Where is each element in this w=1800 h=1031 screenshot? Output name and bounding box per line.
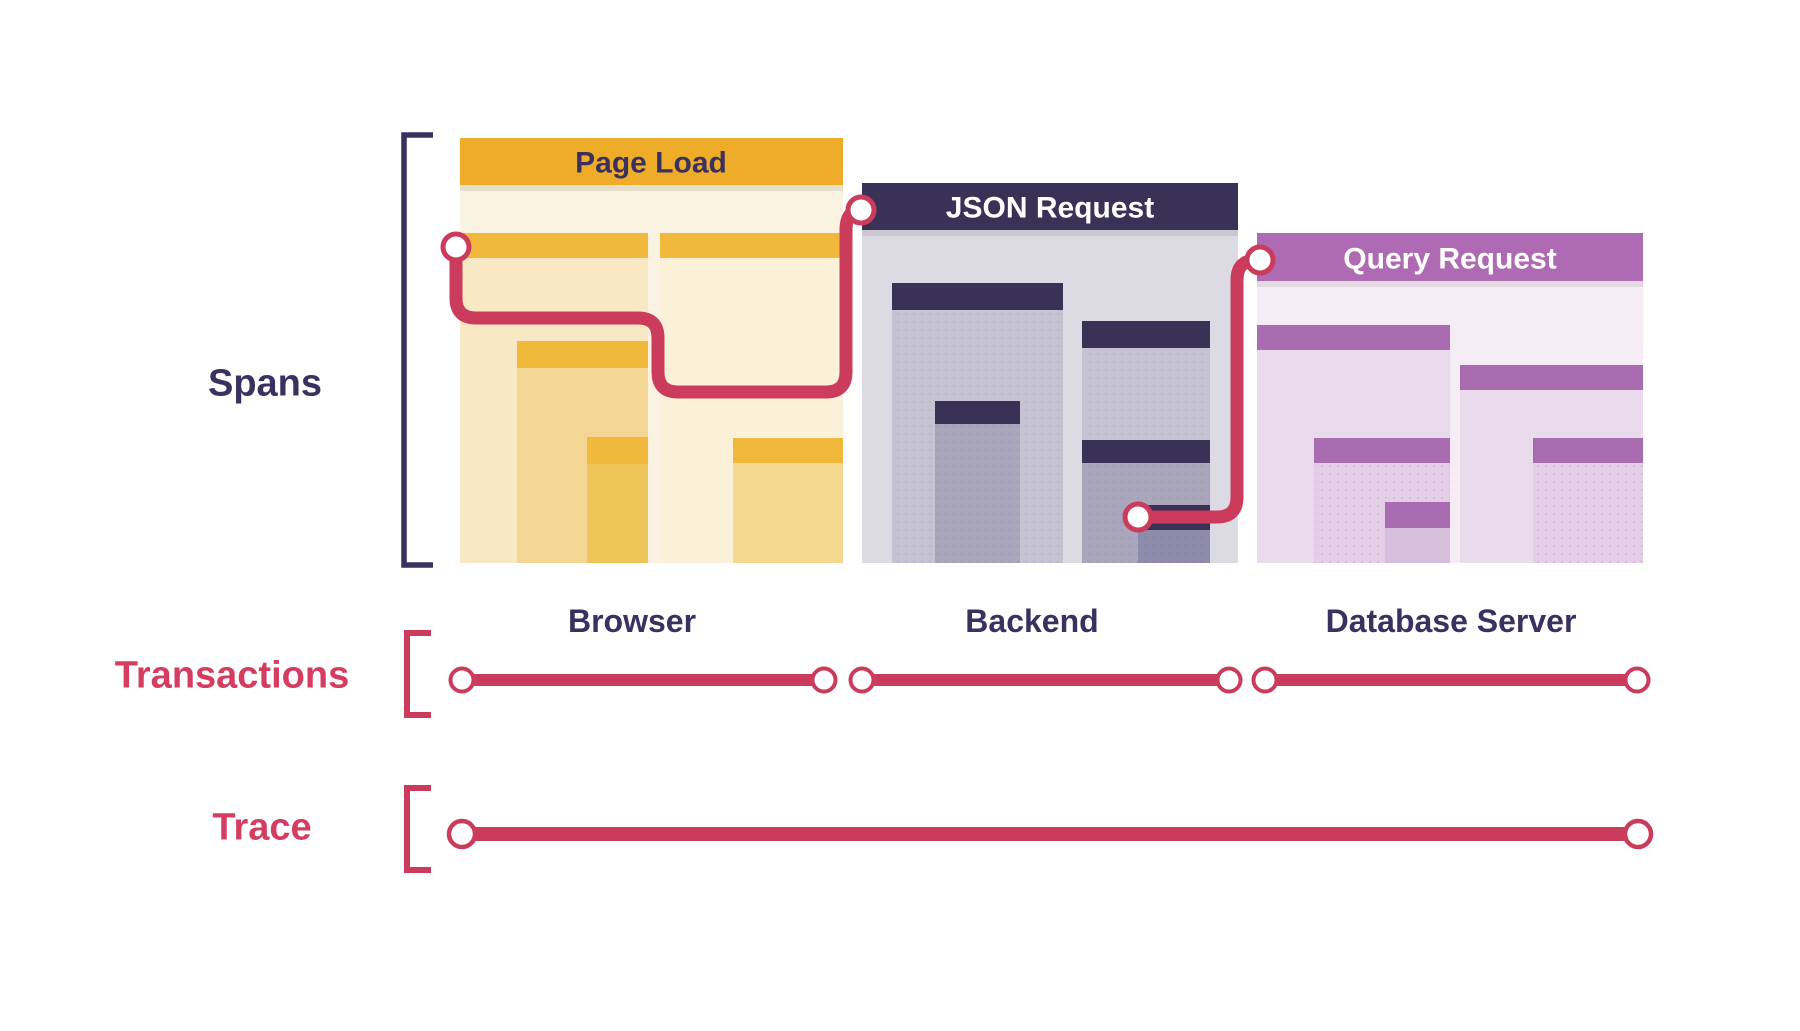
- journey-node-json-start: [845, 194, 877, 226]
- span-pageload-grandchild1-header: [517, 341, 648, 368]
- database-service-label: Database Server: [1326, 603, 1577, 639]
- trace-label: Trace: [212, 806, 311, 848]
- trace-bracket: [404, 785, 431, 873]
- transaction-node-pageload-end: [810, 666, 838, 694]
- span-query-child1-header: [1257, 325, 1450, 350]
- span-json-greatgrandchild-texture: [1138, 530, 1210, 563]
- database-panel-header: [1257, 233, 1643, 281]
- trace-node-end: [1622, 818, 1654, 850]
- journey-node-backend-span: [1122, 501, 1154, 533]
- transaction-node-pageload-start: [448, 666, 476, 694]
- transactions-bracket: [404, 630, 431, 718]
- span-json-child2-header: [1082, 321, 1210, 348]
- journey-node-query-start: [1244, 244, 1276, 276]
- span-pageload-grandchild2-body: [733, 463, 843, 563]
- span-pageload-greatgrandchild-body: [587, 464, 648, 563]
- span-pageload-grandchild2-header: [733, 438, 843, 463]
- span-json-grandchild2-header: [1082, 440, 1210, 463]
- span-pageload-child1-header: [460, 233, 648, 258]
- span-query-grandchild2-texture: [1533, 463, 1643, 563]
- backend-service-label: Backend: [965, 603, 1098, 639]
- span-json-child1-header: [892, 283, 1063, 310]
- panel-backend: JSON Request: [862, 183, 1238, 563]
- backend-header-shadow: [862, 230, 1238, 236]
- transaction-node-query-start: [1251, 666, 1279, 694]
- browser-service-label: Browser: [568, 603, 696, 639]
- transactions-label: Transactions: [115, 654, 349, 696]
- browser-transaction-title: Page Load: [575, 147, 727, 180]
- span-query-greatgrandchild-body: [1385, 528, 1450, 563]
- span-query-grandchild2-header: [1533, 438, 1643, 463]
- span-pageload-greatgrandchild-header: [587, 437, 648, 464]
- database-transaction-title: Query Request: [1343, 243, 1556, 276]
- spans-bracket: [401, 132, 433, 568]
- transaction-node-json-start: [848, 666, 876, 694]
- transactions-row: [448, 666, 1651, 694]
- span-query-greatgrandchild-header: [1385, 502, 1450, 528]
- span-json-grandchild1-texture: [935, 424, 1020, 563]
- span-query-child2-header: [1460, 365, 1643, 390]
- spans-label: Spans: [208, 362, 322, 404]
- journey-node-pageload-start: [440, 231, 472, 263]
- panel-browser: Page Load: [460, 138, 843, 563]
- journey-path-browser: [449, 203, 862, 399]
- transaction-node-json-end: [1215, 666, 1243, 694]
- span-pageload-child2-header: [660, 233, 843, 258]
- backend-panel-header: [862, 183, 1238, 230]
- browser-header-shadow: [460, 185, 843, 191]
- span-query-grandchild1-header: [1314, 438, 1450, 463]
- backend-transaction-title: JSON Request: [946, 192, 1154, 225]
- panel-database: Query Request: [1257, 233, 1643, 563]
- transaction-node-query-end: [1623, 666, 1651, 694]
- database-header-shadow: [1257, 281, 1643, 287]
- trace-node-start: [446, 818, 478, 850]
- trace-row: [446, 818, 1654, 850]
- span-json-grandchild1-header: [935, 401, 1020, 424]
- browser-panel-header: [460, 138, 843, 185]
